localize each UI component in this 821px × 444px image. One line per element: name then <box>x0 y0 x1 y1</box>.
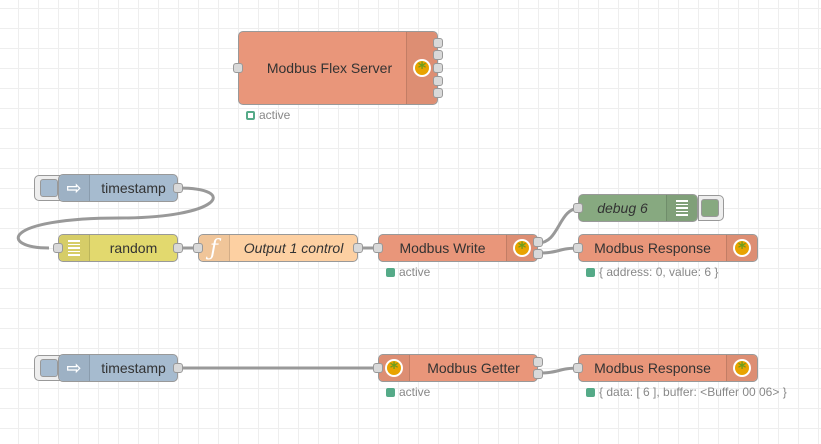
output-port[interactable] <box>173 183 183 193</box>
output-port[interactable] <box>353 243 363 253</box>
output-port[interactable] <box>173 363 183 373</box>
input-port[interactable] <box>233 63 243 73</box>
node-status: active <box>386 385 430 399</box>
input-port[interactable] <box>573 363 583 373</box>
output-port-3[interactable] <box>433 63 443 73</box>
modbus-gear-icon: * <box>733 239 751 257</box>
node-label: Output 1 control <box>243 240 344 256</box>
node-label: timestamp <box>101 180 166 196</box>
node-label: Modbus Write <box>399 240 486 256</box>
output-port-1[interactable] <box>533 237 543 247</box>
node-icon-area: ƒ <box>199 235 230 261</box>
status-text: { address: 0, value: 6 } <box>599 265 719 279</box>
node-icon-area: ⇨ <box>59 175 90 201</box>
node-icon-area: * <box>506 235 537 261</box>
status-dot-icon <box>386 267 395 277</box>
function-icon: ƒ <box>209 235 219 261</box>
node-modbus-getter[interactable]: * Modbus Getter <box>378 354 538 382</box>
node-modbus-response-2[interactable]: Modbus Response * <box>578 354 758 382</box>
output-port-5[interactable] <box>433 88 443 98</box>
modbus-gear-icon: * <box>733 359 751 377</box>
status-ring-icon <box>246 110 255 120</box>
node-label: debug 6 <box>597 200 648 216</box>
debug-toggle-button[interactable] <box>698 195 724 221</box>
status-text: active <box>259 108 291 122</box>
status-text: active <box>399 265 431 279</box>
node-modbus-response-1[interactable]: Modbus Response * <box>578 234 758 262</box>
output-port-1[interactable] <box>533 357 543 367</box>
node-label: timestamp <box>101 360 166 376</box>
list-icon <box>68 240 80 256</box>
wire-inject1-random[interactable] <box>16 186 215 250</box>
output-port-2[interactable] <box>433 50 443 60</box>
node-icon-area: * <box>406 32 437 104</box>
status-text: active <box>399 385 431 399</box>
arrow-right-icon: ⇨ <box>66 357 82 379</box>
status-text: { data: [ 6 ], buffer: <Buffer 00 06> } <box>599 385 787 399</box>
node-icon-area: * <box>379 355 410 381</box>
node-inject-timestamp-2[interactable]: ⇨ timestamp <box>58 354 178 382</box>
input-port[interactable] <box>573 203 583 213</box>
node-icon-area <box>59 235 90 261</box>
node-random[interactable]: random <box>58 234 178 262</box>
input-port[interactable] <box>373 243 383 253</box>
modbus-gear-icon: * <box>413 59 431 77</box>
node-function[interactable]: ƒ Output 1 control <box>198 234 358 262</box>
output-port-2[interactable] <box>533 249 543 259</box>
input-port[interactable] <box>573 243 583 253</box>
node-inject-timestamp[interactable]: ⇨ timestamp <box>58 174 178 202</box>
modbus-gear-icon: * <box>385 359 403 377</box>
output-port-4[interactable] <box>433 76 443 86</box>
wire-write-debug[interactable] <box>537 206 581 245</box>
node-icon-area: * <box>726 235 757 261</box>
node-label: Modbus Getter <box>427 360 520 376</box>
arrow-right-icon: ⇨ <box>66 177 82 199</box>
node-modbus-write[interactable]: Modbus Write * <box>378 234 538 262</box>
output-port-1[interactable] <box>433 38 443 48</box>
input-port[interactable] <box>373 363 383 373</box>
status-dot-icon <box>586 387 595 397</box>
node-icon-area: ⇨ <box>59 355 90 381</box>
node-icon-area: * <box>726 355 757 381</box>
modbus-gear-icon: * <box>513 239 531 257</box>
output-port[interactable] <box>173 243 183 253</box>
list-icon <box>676 200 688 216</box>
input-port[interactable] <box>193 243 203 253</box>
node-status: { data: [ 6 ], buffer: <Buffer 00 06> } <box>586 385 787 399</box>
node-label: random <box>109 240 158 256</box>
node-icon-area <box>666 195 697 221</box>
node-label: Modbus Response <box>594 240 711 256</box>
node-label: Modbus Response <box>594 360 711 376</box>
status-dot-icon <box>586 267 595 277</box>
node-status: active <box>246 108 290 122</box>
node-modbus-flex-server[interactable]: Modbus Flex Server * <box>238 31 438 105</box>
node-status: active <box>386 265 430 279</box>
status-dot-icon <box>386 387 395 397</box>
node-label: Modbus Flex Server <box>266 60 393 76</box>
input-port[interactable] <box>53 243 63 253</box>
node-debug-6[interactable]: debug 6 <box>578 194 698 222</box>
output-port-2[interactable] <box>533 369 543 379</box>
node-status: { address: 0, value: 6 } <box>586 265 718 279</box>
